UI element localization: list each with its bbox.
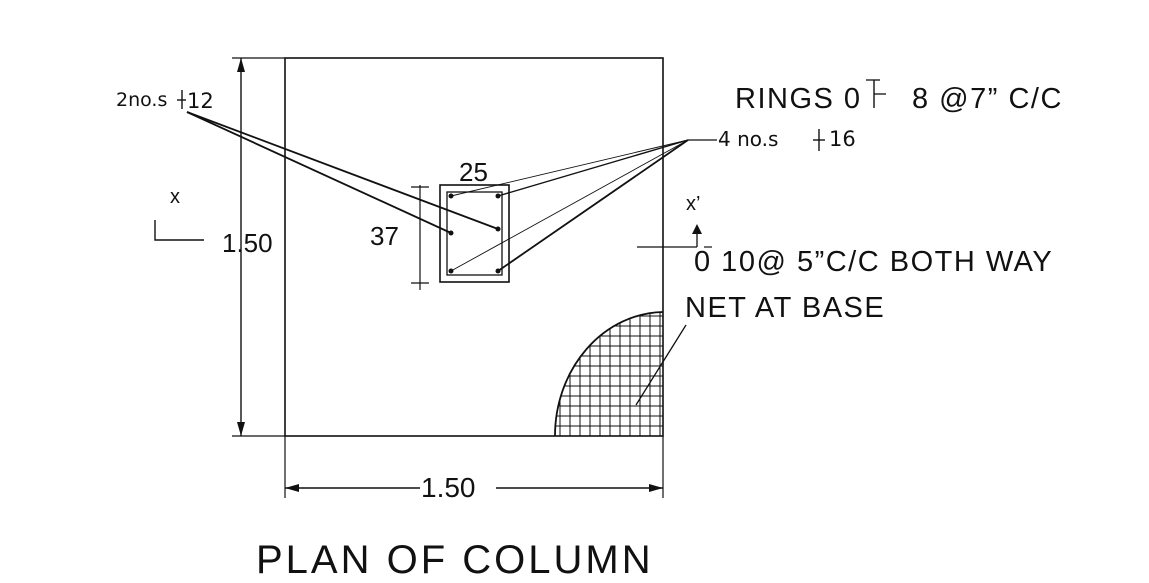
axis-x-label: x (170, 186, 180, 208)
net-label: NET AT BASE (685, 292, 885, 324)
corner-bars-label: 4 no.s (718, 127, 778, 151)
footing-depth-label: 1.50 (222, 228, 273, 258)
leader-4nos (450, 139, 717, 272)
phi-icon (813, 129, 825, 151)
base-mesh-hatch (554, 311, 664, 437)
corner-bars-size: 16 (829, 127, 856, 151)
footing-width-label: 1.50 (421, 472, 476, 503)
column-depth-dimension (411, 185, 429, 290)
column-bars-size: 12 (187, 89, 214, 113)
base-mesh-label: 0 10@ 5”C/C BOTH WAY (694, 246, 1053, 278)
rings-label: RINGS 0 (735, 83, 862, 115)
axis-x-marker (154, 220, 204, 241)
vertical-dimension (232, 57, 285, 437)
axis-x-prime-marker (637, 224, 702, 248)
rings-spacing-label: 8 @7” C/C (912, 83, 1063, 115)
leader-2nos (186, 111, 499, 234)
phi-icon (866, 79, 886, 108)
phi-icon (177, 90, 186, 109)
net-leader (635, 324, 687, 406)
column-bars-label: 2no.s (116, 89, 167, 111)
drawing-title: PLAN OF COLUMN (256, 538, 654, 582)
axis-x-prime-label: x’ (686, 193, 700, 215)
horizontal-dimension (284, 436, 664, 498)
footing-outline (284, 57, 664, 437)
column-width-label: 25 (459, 157, 488, 187)
column-depth-label: 37 (370, 221, 399, 251)
